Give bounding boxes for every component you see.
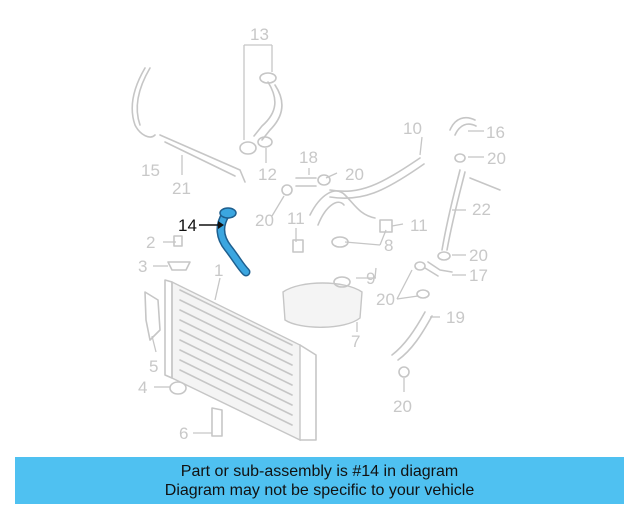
callout-11-a: 11 xyxy=(287,209,305,228)
callout-3: 3 xyxy=(138,257,147,276)
callout-2: 2 xyxy=(146,233,155,252)
hose-part-14 xyxy=(216,207,251,277)
expansion-tank-part-7 xyxy=(282,282,363,328)
banner-line-1: Part or sub-assembly is #14 in diagram xyxy=(180,463,459,480)
callout-9: 9 xyxy=(366,269,375,288)
radiator-part-1 xyxy=(164,279,317,442)
callout-20-a: 20 xyxy=(487,149,506,168)
callout-21: 21 xyxy=(172,179,191,198)
callout-16: 16 xyxy=(486,123,505,142)
info-banner: Part or sub-assembly is #14 in diagram D… xyxy=(15,457,624,504)
callout-20-d: 20 xyxy=(469,246,488,265)
callout-6: 6 xyxy=(179,424,188,443)
callout-13: 13 xyxy=(250,25,269,44)
pipe-part-21 xyxy=(159,134,246,183)
callout-8: 8 xyxy=(384,236,393,255)
callout-19: 19 xyxy=(446,308,465,327)
callout-11-b: 11 xyxy=(410,216,428,235)
hose-part-15 xyxy=(131,67,156,138)
callout-12: 12 xyxy=(258,165,277,184)
callout-18: 18 xyxy=(299,148,318,167)
hose-part-19 xyxy=(391,311,433,361)
callout-4: 4 xyxy=(138,378,147,397)
callout-20-c: 20 xyxy=(255,211,274,230)
hose-part-17 xyxy=(424,261,453,277)
hose-part-16 xyxy=(449,116,477,136)
callout-1: 1 xyxy=(214,261,223,280)
hose-part-22 xyxy=(441,169,501,251)
callout-15: 15 xyxy=(141,161,160,180)
callout-20-e: 20 xyxy=(376,290,395,309)
callout-17: 17 xyxy=(469,266,488,285)
hose-part-12 xyxy=(253,81,283,141)
hose-part-18 xyxy=(295,177,317,187)
callout-7: 7 xyxy=(351,332,360,351)
banner-line-2: Diagram may not be specific to your vehi… xyxy=(164,482,475,499)
callout-5: 5 xyxy=(149,357,158,376)
callout-22: 22 xyxy=(472,200,491,219)
callout-10: 10 xyxy=(403,119,422,138)
callout-14: 14 xyxy=(178,216,197,235)
parts-diagram: 13 10 16 18 20 20 15 12 21 22 20 11 11 1… xyxy=(131,25,506,443)
callout-20-f: 20 xyxy=(393,397,412,416)
hose-part-8 xyxy=(309,190,376,226)
callout-20-b: 20 xyxy=(345,165,364,184)
